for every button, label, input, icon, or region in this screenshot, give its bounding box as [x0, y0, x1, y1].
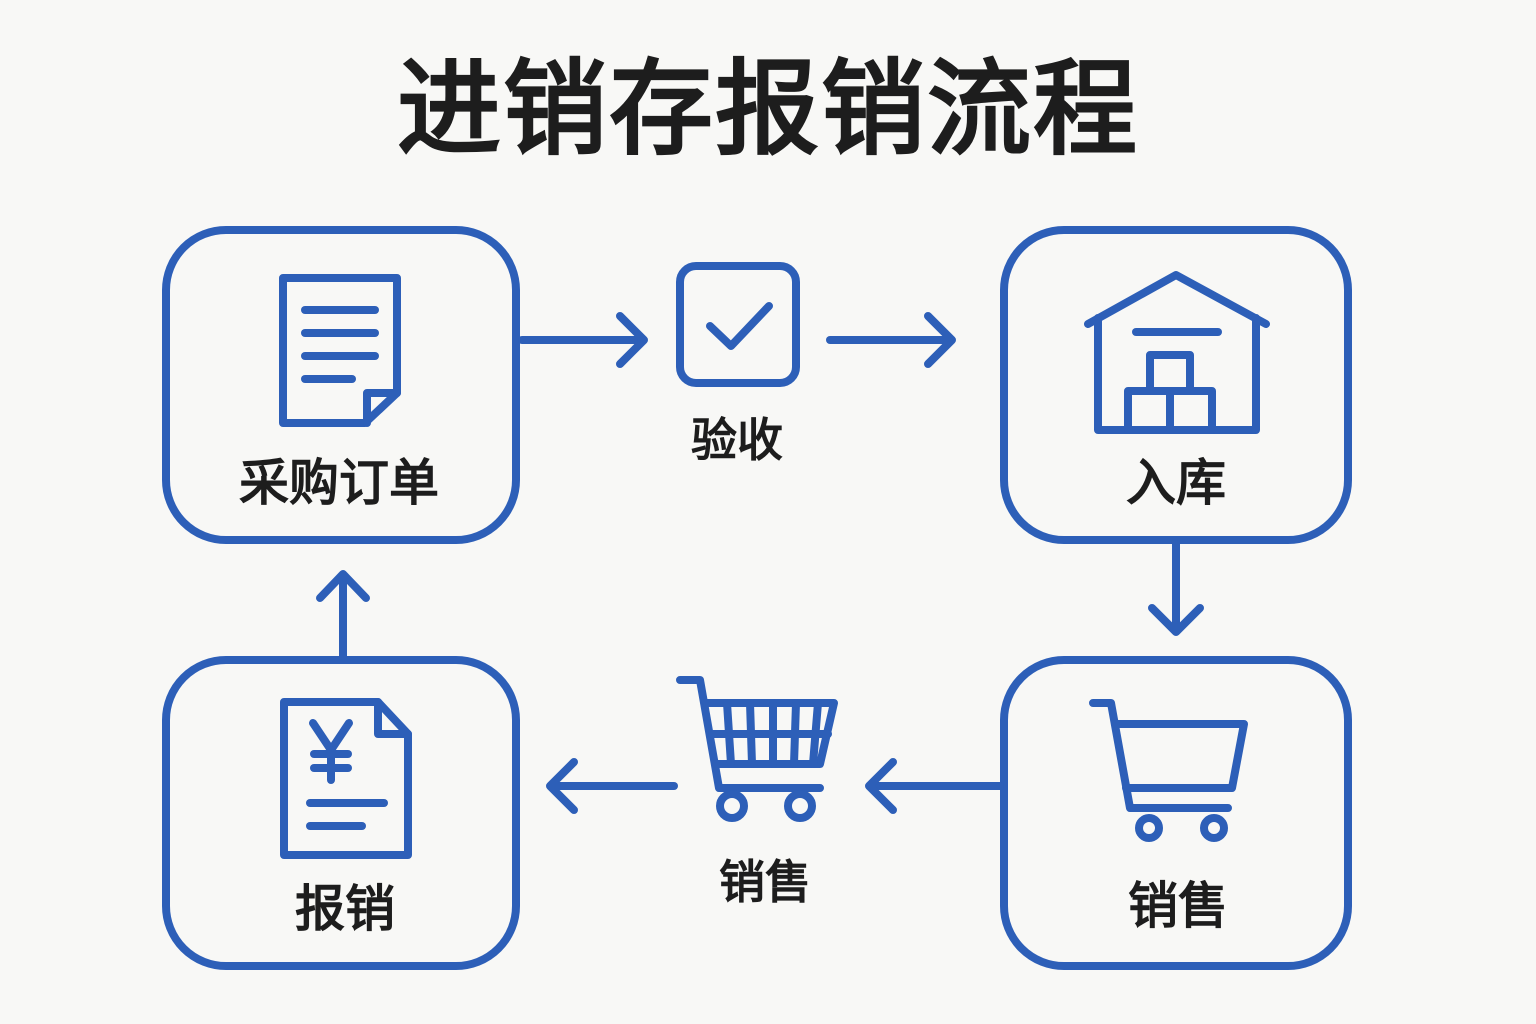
node-purchase-order	[162, 226, 520, 544]
arrow-to-purchase-order	[316, 570, 370, 660]
arrow-to-inspection	[518, 312, 648, 368]
node-purchase-order-box	[162, 226, 520, 544]
node-warehousing-label: 入库	[1126, 454, 1226, 512]
node-purchase-order-label: 采购订单	[239, 454, 439, 512]
arrow-to-reimbursement	[546, 758, 678, 814]
document-icon	[279, 274, 401, 427]
arrow-to-warehousing	[826, 312, 956, 368]
node-reimbursement	[162, 656, 520, 970]
connector-shopping-cart-icon	[676, 676, 838, 822]
warehouse-icon	[1084, 271, 1270, 434]
connector-sales-label: 销售	[719, 855, 811, 909]
page-title: 进销存报销流程	[396, 48, 1139, 170]
checkbox-icon	[676, 262, 800, 387]
connector-inspection-label: 验收	[691, 413, 783, 467]
yuan-invoice-icon	[280, 698, 412, 859]
node-sales-box	[1000, 656, 1352, 970]
arrow-to-sales	[1148, 540, 1204, 636]
node-reimbursement-box	[162, 656, 520, 970]
node-sales-label: 销售	[1128, 877, 1228, 935]
shopping-cart-icon	[1089, 699, 1248, 842]
node-reimbursement-label: 报销	[295, 880, 395, 938]
node-sales	[1000, 656, 1352, 970]
arrow-to-sales-connector	[865, 758, 1004, 814]
